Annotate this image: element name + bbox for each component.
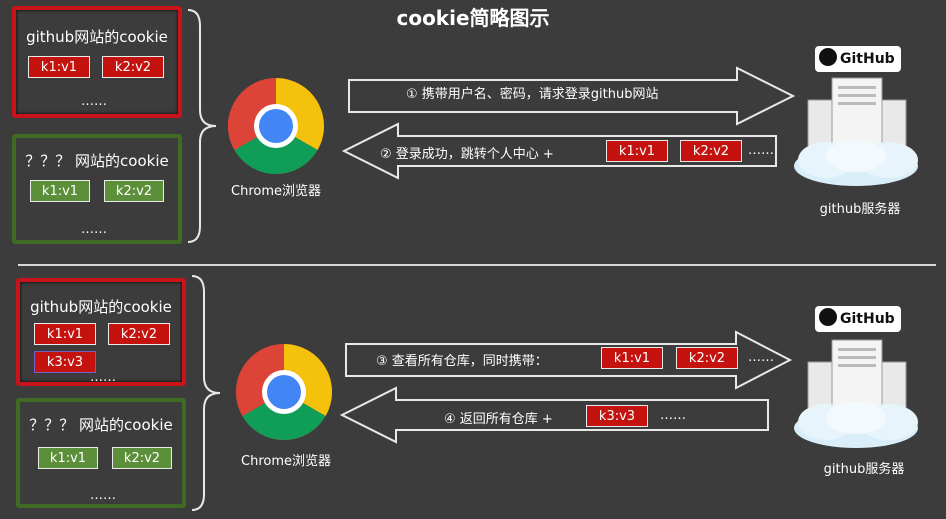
brace-icon [187,9,217,243]
github-badge-text: GitHub [840,311,895,327]
github-badge-text: GitHub [840,51,895,67]
cookie-k1: k1:v1 [34,323,96,345]
box-title: github网站的cookie [30,298,172,316]
github-cookie-box: github网站的cookie k1:v1 k2:v2 …… [12,6,182,118]
response-text: ② 登录成功，跳转个人中心 + [380,147,554,162]
other-cookie-box: ？？？ 网站的cookie k1:v1 k2:v2 …… [12,134,182,244]
response-text: ④ 返回所有仓库 + [444,412,553,427]
box-title: ？？？ 网站的cookie [25,152,169,170]
cookie-k2: k2:v2 [102,56,164,78]
request-cookie-k2: k2:v2 [676,347,738,369]
request-text: ① 携带用户名、密码，请求登录github网站 [406,87,659,102]
box-title: github网站的cookie [26,28,168,46]
response-cookie-k1: k1:v1 [606,140,668,162]
box-title: ？？？ 网站的cookie [29,416,173,434]
more-dots: …… [81,222,107,237]
browser-label: Chrome浏览器 [231,184,321,199]
arrow-left-icon [339,386,769,444]
response-more: …… [660,408,686,423]
more-dots: …… [90,488,116,503]
cookie-k1: k1:v1 [28,56,90,78]
cookie-k2: k2:v2 [112,447,172,469]
arrow-right-icon [348,66,796,126]
arrow-left-icon [341,122,777,180]
request-cookie-k1: k1:v1 [601,347,663,369]
response-cookie-k3: k3:v3 [586,405,648,427]
github-logo-icon: GitHub [815,46,901,72]
chrome-icon [235,344,333,441]
diagram-title: cookie简略图示 [396,6,550,30]
cookie-k1: k1:v1 [38,447,98,469]
brace-icon [191,275,221,511]
server-cloud-icon [794,339,918,448]
more-dots: …… [90,370,116,385]
cookie-k3: k3:v3 [34,351,96,373]
response-cookie-k2: k2:v2 [680,140,742,162]
request-more: …… [748,350,774,365]
browser-label: Chrome浏览器 [241,454,331,469]
section-divider [18,264,936,266]
github-cookie-box: github网站的cookie k1:v1 k2:v2 k3:v3 …… [16,278,186,386]
request-text: ③ 查看所有仓库，同时携带： [376,354,548,369]
server-cloud-icon [794,77,918,186]
server-label: github服务器 [823,462,905,477]
cookie-k2: k2:v2 [104,180,164,202]
more-dots: …… [81,94,107,109]
cookie-k2: k2:v2 [108,323,170,345]
chrome-icon [227,77,325,175]
other-cookie-box: ？？？ 网站的cookie k1:v1 k2:v2 …… [16,398,186,508]
github-logo-icon: GitHub [815,306,901,332]
response-more: …… [748,143,774,158]
cookie-k1: k1:v1 [30,180,90,202]
arrow-right-icon [345,330,793,390]
server-label: github服务器 [819,202,901,217]
